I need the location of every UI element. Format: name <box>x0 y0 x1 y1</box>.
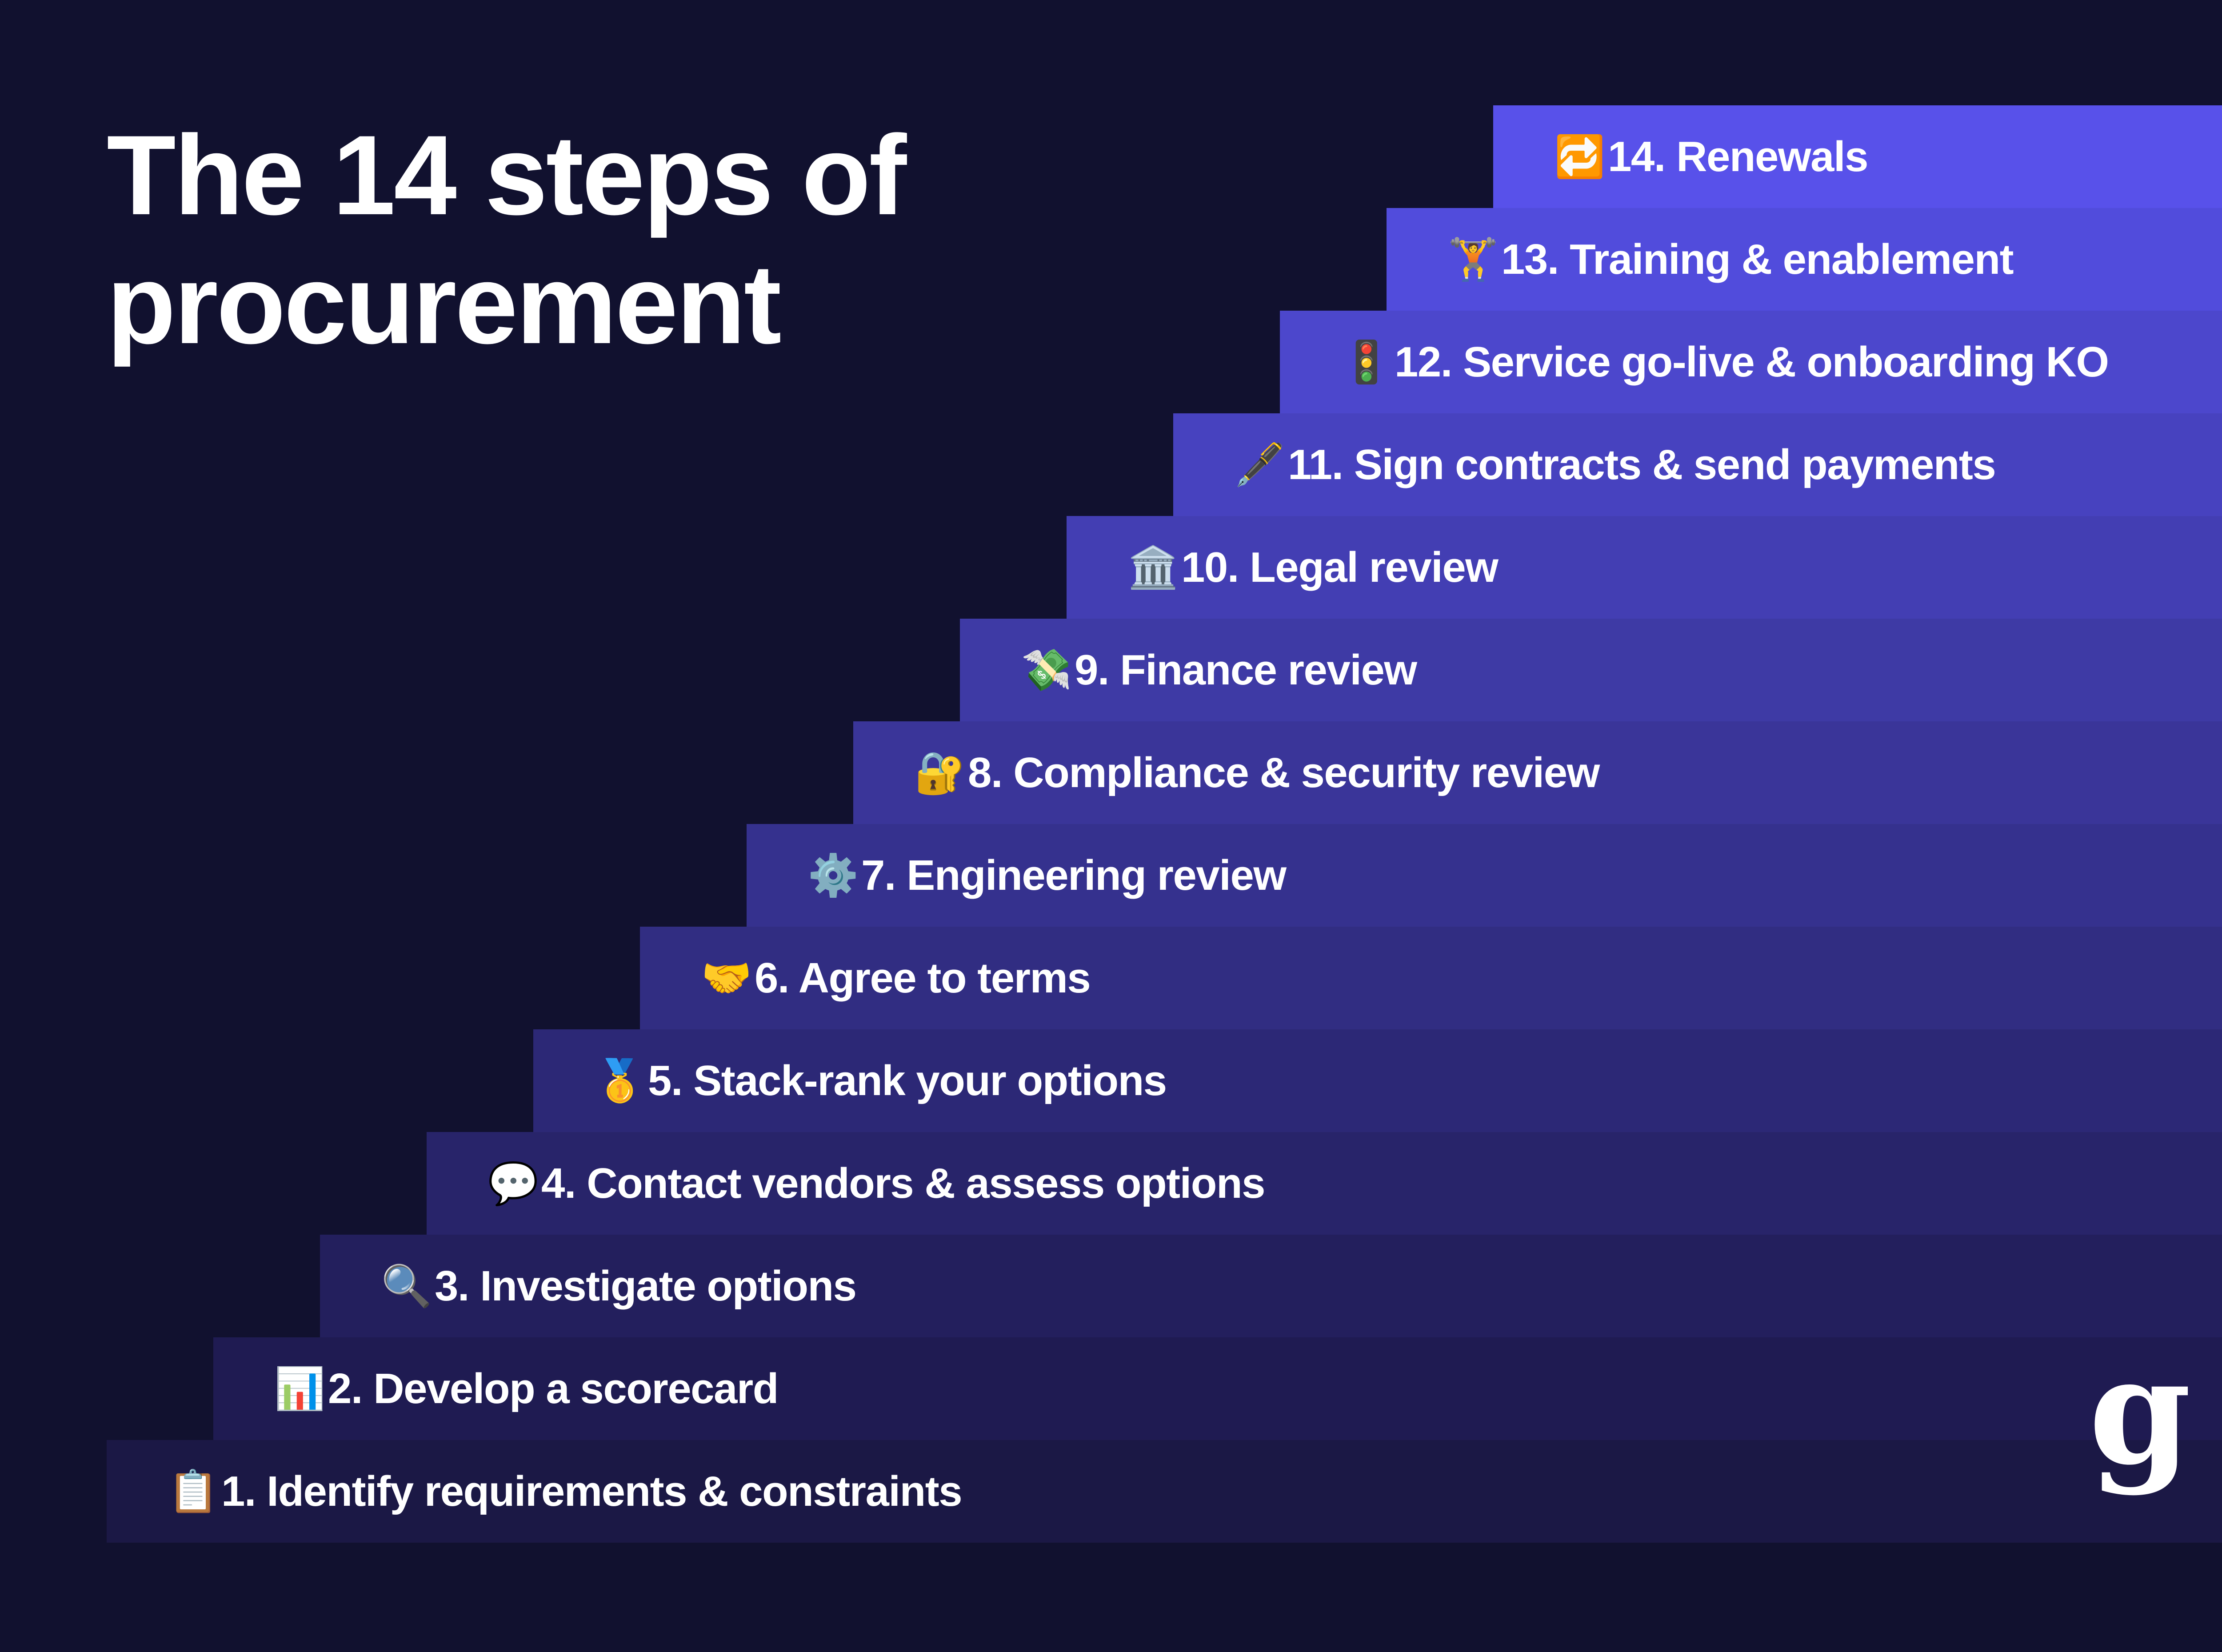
step-12: 🚦12. Service go-live & onboarding KO <box>1280 311 2222 413</box>
step-label: 3. Investigate options <box>435 1262 857 1310</box>
repeat-arrows-icon: 🔁 <box>1554 134 1606 180</box>
money-with-wings-icon: 💸 <box>1021 647 1072 693</box>
step-label: 6. Agree to terms <box>755 954 1091 1002</box>
clipboard-icon: 📋 <box>168 1468 219 1514</box>
step-13: 🏋️13. Training & enablement <box>1387 208 2222 311</box>
step-label: 14. Renewals <box>1608 132 1869 180</box>
step-14: 🔁14. Renewals <box>1493 105 2222 208</box>
step-3: 🔍3. Investigate options <box>320 1235 2222 1337</box>
step-6: 🤝6. Agree to terms <box>640 927 2222 1029</box>
speech-bubble-icon: 💬 <box>488 1160 539 1206</box>
traffic-light-icon: 🚦 <box>1341 339 1392 385</box>
step-10: 🏛️10. Legal review <box>1067 516 2222 619</box>
step-label: 4. Contact vendors & assess options <box>541 1159 1265 1207</box>
pen-icon: 🖋️ <box>1234 442 1286 488</box>
step-4: 💬4. Contact vendors & assess options <box>427 1132 2222 1235</box>
classical-building-icon: 🏛️ <box>1127 544 1179 590</box>
magnifying-glass-icon: 🔍 <box>381 1263 432 1309</box>
step-label: 7. Engineering review <box>861 851 1287 899</box>
step-1: 📋1. Identify requirements & constraints <box>107 1440 2222 1543</box>
medal-icon: 🥇 <box>594 1058 646 1104</box>
brand-logo-g: g <box>2089 1325 2191 1497</box>
step-label: 11. Sign contracts & send payments <box>1288 440 1996 488</box>
step-label: 12. Service go-live & onboarding KO <box>1395 338 2109 386</box>
page-title-line-1: The 14 steps of <box>107 112 907 239</box>
step-8: 🔐8. Compliance & security review <box>853 721 2222 824</box>
step-label: 10. Legal review <box>1181 543 1499 591</box>
step-label: 8. Compliance & security review <box>968 748 1600 796</box>
step-label: 5. Stack-rank your options <box>648 1056 1167 1104</box>
step-7: ⚙️7. Engineering review <box>747 824 2222 927</box>
page-title: The 14 steps of procurement <box>107 111 907 369</box>
step-2: 📊2. Develop a scorecard <box>213 1337 2222 1440</box>
page-title-line-2: procurement <box>107 241 782 368</box>
gear-icon: ⚙️ <box>807 852 859 898</box>
lock-with-key-icon: 🔐 <box>914 750 966 796</box>
step-label: 1. Identify requirements & constraints <box>221 1467 963 1515</box>
step-9: 💸9. Finance review <box>960 619 2222 721</box>
step-label: 9. Finance review <box>1075 646 1417 694</box>
bar-chart-icon: 📊 <box>274 1366 326 1412</box>
step-label: 2. Develop a scorecard <box>328 1364 779 1412</box>
step-label: 13. Training & enablement <box>1501 235 2014 283</box>
step-11: 🖋️11. Sign contracts & send payments <box>1173 413 2222 516</box>
handshake-icon: 🤝 <box>701 955 752 1001</box>
step-5: 🥇5. Stack-rank your options <box>533 1029 2222 1132</box>
weightlifter-icon: 🏋️ <box>1447 236 1499 282</box>
